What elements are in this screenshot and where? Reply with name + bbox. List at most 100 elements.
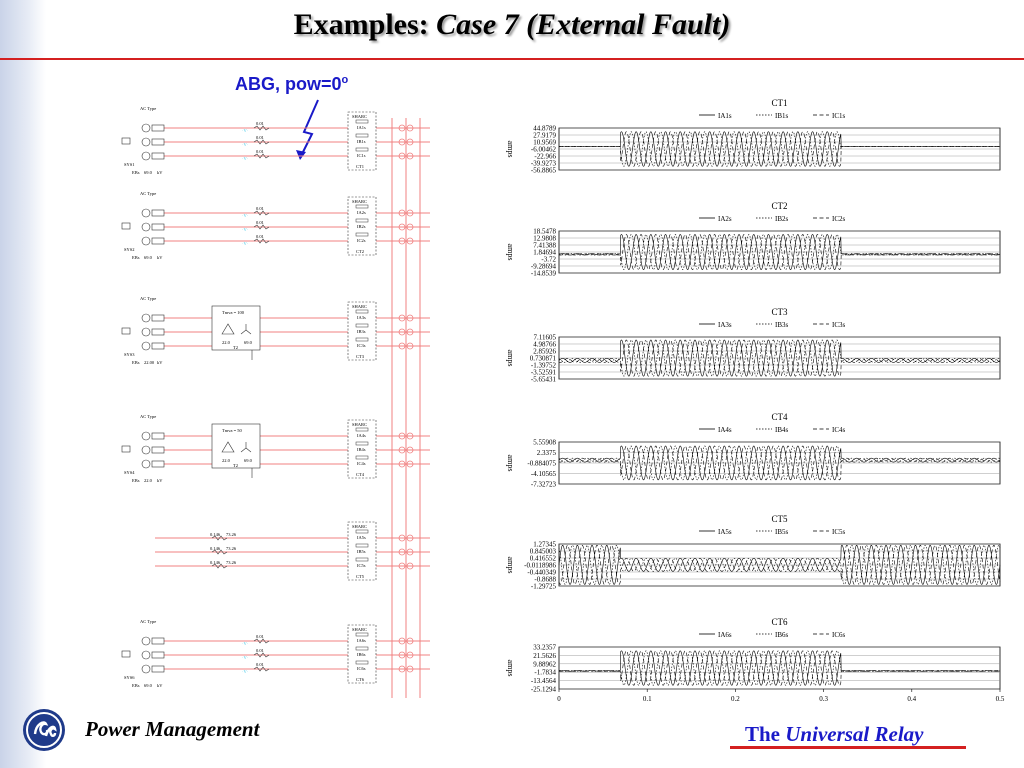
ct-loop bbox=[406, 446, 414, 454]
ct-loop bbox=[398, 314, 406, 322]
line-impedance bbox=[253, 139, 270, 145]
legend-label-ia3s: IA3s bbox=[718, 321, 732, 329]
measurement-name: SHARC bbox=[352, 524, 367, 529]
line-resistance: 0.01 bbox=[256, 220, 264, 225]
source-kv-unit: kV bbox=[157, 360, 163, 365]
measurement-signal: IC3s bbox=[357, 343, 366, 348]
x-tick-label: 0.3 bbox=[819, 695, 828, 703]
transformer-kv2: 69.0 bbox=[244, 340, 253, 345]
ct-loop bbox=[398, 548, 406, 556]
measurement-element bbox=[355, 133, 369, 138]
measurement-signal: IC1s bbox=[357, 153, 366, 158]
wye-winding bbox=[240, 324, 252, 335]
y-axis-label: amps bbox=[506, 350, 515, 367]
y-tick-label: 18.5478 bbox=[533, 228, 556, 236]
ct-loop bbox=[398, 534, 406, 542]
y-tick-label: 33.2357 bbox=[533, 644, 556, 652]
measurement-ct: CT4 bbox=[356, 472, 365, 477]
load-resistance: 0.146 bbox=[210, 546, 221, 551]
ct-loop bbox=[398, 237, 406, 245]
transformer-kv1: 22.0 bbox=[222, 340, 231, 345]
y-tick-label: 9.88962 bbox=[533, 660, 556, 668]
source-ground-box bbox=[121, 137, 131, 145]
measurement-element bbox=[355, 529, 369, 534]
load-impedance bbox=[211, 549, 228, 555]
y-tick-label: 12.9808 bbox=[533, 235, 556, 243]
source-ebs: EBs bbox=[132, 170, 140, 175]
ct-loop bbox=[406, 460, 414, 468]
ct-loop bbox=[398, 209, 406, 217]
y-tick-label: -0.440349 bbox=[527, 569, 556, 577]
series-ia5s bbox=[558, 545, 1001, 585]
measurement-signal: IA5s bbox=[357, 535, 366, 540]
source-impedance bbox=[151, 446, 165, 454]
source-circle bbox=[141, 222, 151, 232]
ct-loop bbox=[406, 152, 414, 160]
transformer-box bbox=[211, 423, 261, 469]
line-impedance bbox=[253, 666, 270, 672]
measurement-element bbox=[355, 309, 369, 314]
ct-loop bbox=[406, 534, 414, 542]
measurement-ct: CT3 bbox=[356, 354, 365, 359]
line-impedance bbox=[253, 125, 270, 131]
source-impedance bbox=[151, 314, 165, 322]
probe-label: ·V· bbox=[242, 641, 249, 646]
measurement-element bbox=[355, 427, 369, 432]
measurement-element bbox=[355, 632, 369, 637]
y-tick-label: -1.29725 bbox=[531, 583, 557, 591]
y-tick-label: -6.00462 bbox=[531, 146, 557, 154]
y-tick-label: -0.0118986 bbox=[524, 562, 556, 570]
x-tick-label: 0.5 bbox=[996, 695, 1005, 703]
y-tick-label: 7.11605 bbox=[534, 334, 557, 342]
source-kv-unit: kV bbox=[157, 683, 163, 688]
measurement-signal: IB1s bbox=[357, 139, 366, 144]
source-type: AC Type bbox=[140, 191, 156, 196]
measurement-name: SHARC bbox=[352, 627, 367, 632]
legend-label-ic6s: IC6s bbox=[832, 631, 846, 639]
legend-label-ib1s: IB1s bbox=[775, 112, 789, 120]
y-tick-label: -0.8688 bbox=[534, 576, 556, 584]
y-tick-label: 7.41388 bbox=[533, 242, 556, 250]
source-circle bbox=[141, 341, 151, 351]
legend-label-ib4s: IB4s bbox=[775, 426, 789, 434]
series-ic1s bbox=[559, 131, 1000, 167]
ct-loop bbox=[406, 124, 414, 132]
series-ib2s bbox=[558, 234, 1001, 270]
source-type: AC Type bbox=[140, 619, 156, 624]
source-ebs: EBs bbox=[132, 360, 140, 365]
measurement-element bbox=[355, 147, 369, 152]
measurement-ct: CT1 bbox=[356, 164, 364, 169]
line-impedance bbox=[253, 210, 270, 216]
ct-loop bbox=[406, 562, 414, 570]
source-impedance bbox=[151, 209, 165, 217]
ct-loop bbox=[398, 637, 406, 645]
ct-loop bbox=[406, 665, 414, 673]
ct-loop bbox=[398, 665, 406, 673]
probe-label: ·V· bbox=[242, 156, 249, 161]
line-resistance: 0.01 bbox=[256, 662, 264, 667]
measurement-box bbox=[347, 624, 377, 684]
transformer-rating: Tmva = 100 bbox=[222, 310, 245, 315]
ct-loop bbox=[406, 138, 414, 146]
measurement-signal: IB4s bbox=[357, 447, 366, 452]
source-circle bbox=[141, 123, 151, 133]
y-tick-label: 21.5626 bbox=[533, 652, 556, 660]
y-axis-label: amps bbox=[506, 557, 515, 574]
source-kv-unit: kV bbox=[157, 255, 163, 260]
legend-label-ia5s: IA5s bbox=[718, 528, 732, 536]
y-tick-label: -5.65431 bbox=[531, 376, 557, 384]
measurement-element bbox=[355, 323, 369, 328]
measurement-box bbox=[347, 521, 377, 581]
ct-loop bbox=[406, 223, 414, 231]
footer-universal-relay-prefix: The bbox=[745, 722, 786, 746]
source-impedance bbox=[151, 124, 165, 132]
measurement-signal: IB6s bbox=[357, 652, 366, 657]
y-tick-label: -25.1294 bbox=[531, 686, 557, 694]
measurement-signal: IA3s bbox=[357, 315, 366, 320]
